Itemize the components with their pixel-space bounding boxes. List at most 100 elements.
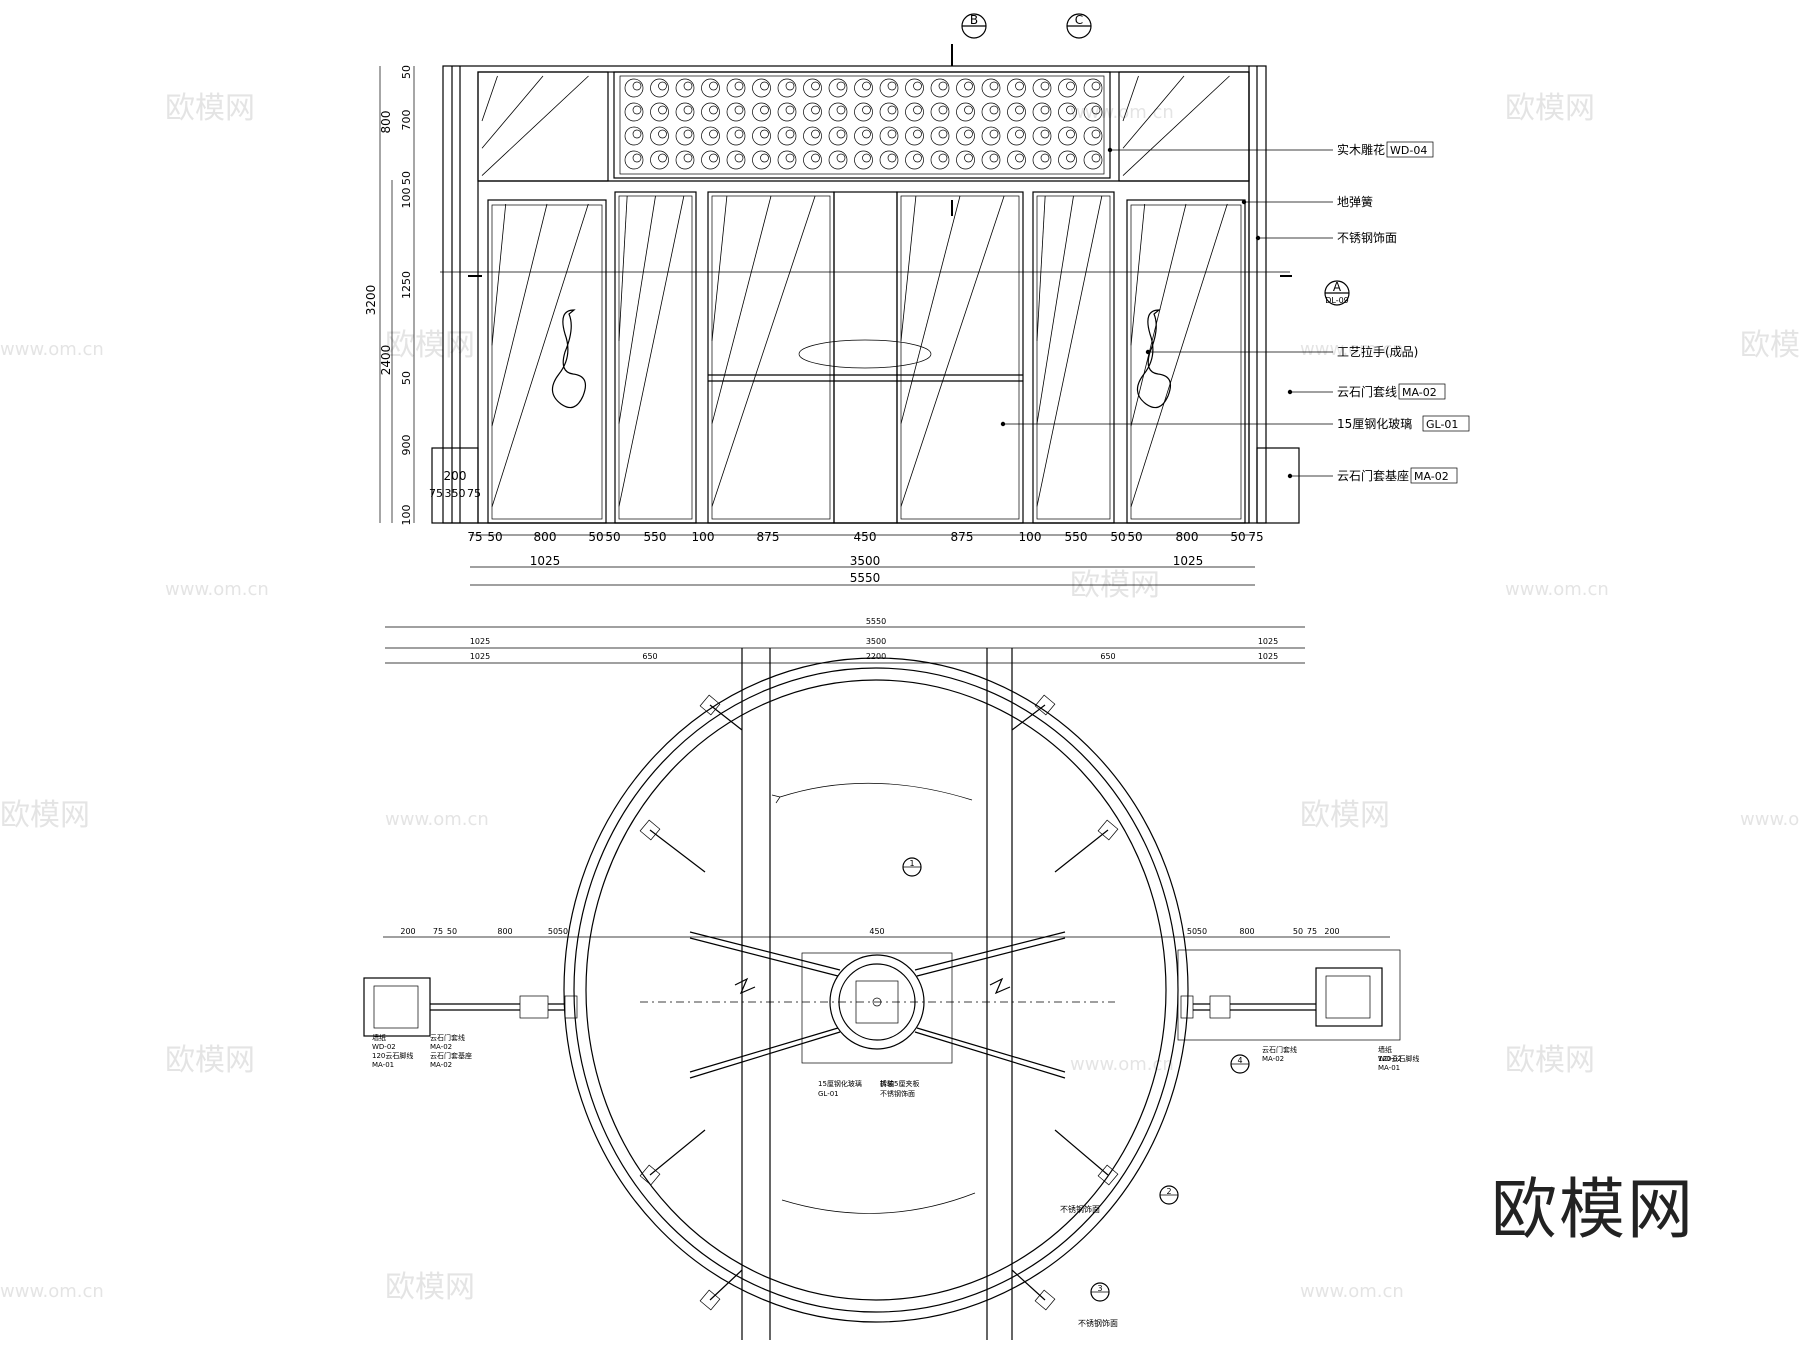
dim-label: 650 [642,652,657,661]
carving-scroll-inner [785,153,795,163]
carving-scroll [803,150,822,170]
dim-label: 50 [400,371,413,385]
carving-scroll [905,150,924,170]
watermark-text: www.om.cn [1740,809,1800,830]
carving-scroll-inner [887,81,897,91]
elevation-dimensions [379,66,1255,586]
dim-label: 200 [400,927,415,936]
carving-scroll [981,102,1001,122]
plan-callout-text: 不锈钢饰面 [1060,1204,1100,1214]
dim-label: 75 [467,487,481,500]
dim-label: 75 [1307,927,1317,936]
carving-scroll [930,102,950,122]
carving-scroll-inner [1091,129,1101,139]
carving-scroll [854,78,873,98]
carving-scroll [1007,78,1026,98]
carving-scroll [956,150,975,170]
carving-scroll [1083,126,1103,146]
carving-scroll [650,102,669,122]
dim-label: 100 [1019,530,1042,544]
carving-scroll-inner [913,129,922,139]
drum-radial-wings [639,694,1119,1311]
carving-scroll [905,126,924,146]
carving-scroll [981,78,1001,98]
carving-scroll-inner [658,129,667,139]
carving-scroll-inner [964,153,973,163]
carving-scroll-inner [760,81,769,91]
drum-wing [649,1129,706,1176]
carving-scroll-inner [1040,129,1050,139]
carving-scroll [879,150,899,170]
carving-scroll-inner [811,153,820,163]
drum-wing [1054,1129,1109,1176]
door-handle-right [1136,309,1171,409]
plan-callout-text: 墙纸 [372,1033,386,1042]
callout-dot [1287,389,1293,395]
dim-label: 3200 [364,285,378,316]
center-shaft [833,191,898,524]
callout-code: GL-01 [1426,418,1458,431]
watermark-text: 欧模网 [1505,1043,1595,1078]
watermark-text: 欧模网 [0,798,90,833]
callout-dot [1241,199,1247,205]
dim-label: 900 [400,435,413,456]
detail-marker-number: 1 [909,859,914,868]
detail-marker-number: 3 [1097,1284,1102,1293]
drum-wing [1011,1269,1046,1301]
watermark-text: www.om.cn [0,1281,104,1302]
carving-scroll [701,102,720,122]
carving-scroll-inner [658,153,667,163]
revolving-door-plan [363,626,1401,1340]
carving-scroll-inner [887,105,897,115]
stone-base-right [1256,447,1300,524]
dim-label: 100 [692,530,715,544]
carving-scroll-inner [811,129,820,139]
carving-scroll [1032,150,1052,170]
dim-label: 800 [497,927,512,936]
dim-label: 50 [1293,927,1303,936]
dim-label: 50 [605,530,620,544]
carving-scroll-inner [964,129,973,139]
watermark-text: 欧模网 [1740,328,1800,363]
carving-scroll [1083,78,1103,98]
carving-scroll [803,102,822,122]
carving-scroll [675,150,695,170]
glass-line [711,195,772,424]
carving-scroll-inner [1091,105,1101,115]
plan-callout-text: WD-02 [372,1043,396,1051]
dim-label: 450 [854,530,877,544]
carving-scroll [956,126,975,146]
carving-scroll [828,102,848,122]
watermark-text: www.om.cn [385,809,489,830]
carving-scroll-inner [734,153,744,163]
dim-label: 3500 [850,554,881,568]
callout-dot [1287,473,1293,479]
detail-marker-number: 4 [1237,1056,1242,1065]
callout-code: MA-02 [1414,470,1449,483]
wall-block-left [363,977,431,1037]
watermark-text: www.om.cn [1070,1054,1174,1075]
callout-dot [1255,235,1261,241]
watermark-text: 欧模网 [385,1270,475,1305]
glass-line [1036,195,1074,424]
carving-scroll [1058,150,1077,170]
carving-scroll [1032,126,1052,146]
carving-scroll-inner [938,129,948,139]
callout-code: WD-04 [1390,144,1427,157]
carving-scroll-inner [734,129,744,139]
carving-scroll [675,126,695,146]
dim-label: 1025 [1258,637,1278,646]
carving-scroll-inner [632,153,642,163]
dim-label: 50 [447,927,457,936]
dim-label: 875 [951,530,974,544]
carving-scroll-inner [989,129,999,139]
dim-label: 200 [444,469,467,483]
carving-scroll [1083,102,1103,122]
watermark-text: 欧模网 [165,1043,255,1078]
wing-clamp [699,1289,721,1311]
glass-line [491,203,548,427]
plan-callout-text: 15厘钢化玻璃 [818,1079,862,1088]
glass-line [618,195,685,507]
plan-callout-text: 120云石脚线 [372,1051,413,1060]
